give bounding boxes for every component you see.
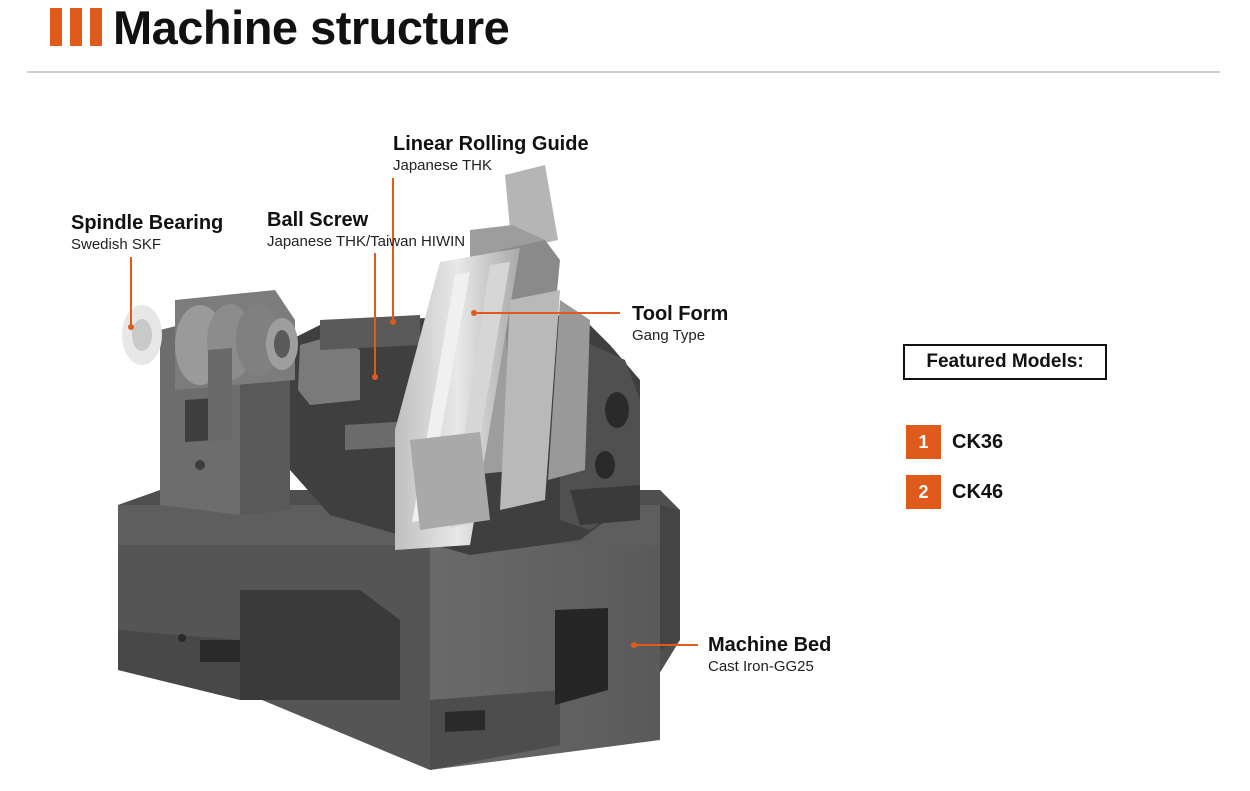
model-name[interactable]: CK46 [952, 481, 1004, 503]
callout-spec: Cast Iron-GG25 [708, 658, 814, 675]
model-name[interactable]: CK36 [952, 431, 1004, 453]
callout-ball-screw: Ball Screw Japanese THK/Taiwan HIWIN [267, 208, 465, 251]
headstock [122, 290, 298, 515]
callout-spec: Japanese THK/Taiwan HIWIN [267, 233, 466, 250]
page-title: Machine structure [113, 1, 510, 54]
callout-machine-bed: Machine Bed Cast Iron-GG25 [708, 633, 831, 676]
featured-models-heading: Featured Models: [903, 344, 1107, 380]
callout-name: Tool Form [632, 303, 729, 325]
leader-lines [128, 178, 698, 648]
callout-name: Machine Bed [708, 634, 832, 656]
callout-spec: Swedish SKF [71, 236, 162, 253]
callout-tool-form: Tool Form Gang Type [632, 302, 728, 345]
callout-spindle-bearing: Spindle Bearing Swedish SKF [71, 211, 223, 254]
page-header: Machine structure [0, 0, 1250, 80]
model-number-badge: 2 [906, 475, 941, 509]
header-divider [27, 71, 1220, 73]
gang-tool-plate [395, 248, 590, 550]
callout-name: Ball Screw [267, 209, 369, 231]
callout-linear-rolling-guide: Linear Rolling Guide Japanese THK [393, 132, 589, 175]
callout-name: Spindle Bearing [71, 212, 224, 234]
callout-name: Linear Rolling Guide [393, 133, 589, 155]
title-bars-icon [50, 8, 102, 46]
callout-spec: Japanese THK [393, 157, 492, 174]
callout-spec: Gang Type [632, 327, 706, 344]
model-number-badge: 1 [906, 425, 941, 459]
